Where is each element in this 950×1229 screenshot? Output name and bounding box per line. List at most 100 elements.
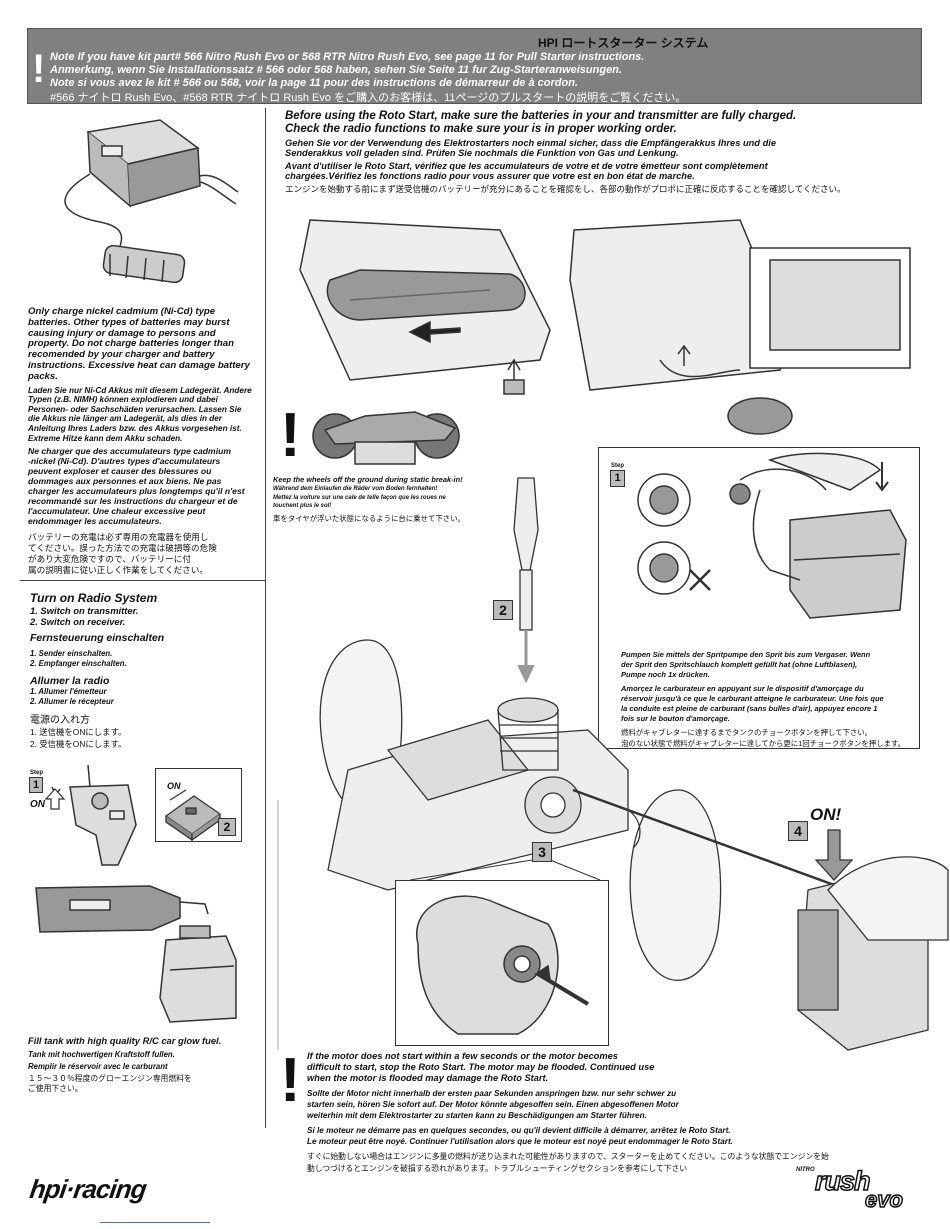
warning-icon: ! [32, 47, 46, 91]
radio-step-en-2: 2. Switch on receiver. [30, 616, 126, 627]
intro-text: Before using the Roto Start, make sure t… [285, 110, 925, 195]
radio-title-de: Fernsteuerung einschalten [30, 632, 165, 644]
radio-step-de-2: 2. Empfanger einschalten. [30, 659, 127, 668]
radio-step-fr-1: 1. Allumer l'émetteur [30, 687, 107, 696]
radio-step-fr-2: 2. Allumer le récepteur [30, 697, 114, 706]
step-4-badge: 4 [788, 821, 808, 841]
charge-fr-line: recommandé sur les instructions du charg… [28, 496, 238, 507]
receiver-box-illustration [569, 219, 911, 435]
prime-jp-2: 泡のない状態で燃料がキャブレターに達してから更に1回チョークボタンを押します。 [621, 739, 905, 748]
prime-de-1: Pumpen Sie mittels der Spritpumpe den Sp… [621, 650, 871, 659]
step-label: Step [30, 770, 44, 776]
intro-fr-2: chargées.Vérifiez les fonctions radio po… [285, 171, 695, 181]
charge-fr-line: Ne charger que des accumulateurs type ca… [28, 446, 231, 457]
charge-jp-line: てください。誤った方法での充電は破損等の危険 [28, 543, 217, 554]
radio-step-jp-1: 1. 送信機をONにします。 [30, 727, 127, 737]
callout-lines [409, 859, 601, 881]
radio-step-en-1: 1. Switch on transmitter. [30, 605, 139, 616]
evo-logo: evo [864, 1186, 903, 1213]
charge-en-line: packs. [28, 370, 58, 382]
fuel-jp-2: ご使用下さい。 [28, 1084, 83, 1093]
charge-jp-line: 属の説明書に従い正しく作業をしてください。 [28, 565, 208, 576]
charge-warning-jp: バッテリーの充電は必ず専用の充電器を使用し てください。誤った方法での充電は破損… [28, 532, 263, 576]
charge-de-line: die Akkus nie länger am Ladegerät, als d… [28, 414, 222, 424]
radio-title-jp: 電源の入れ方 [30, 715, 90, 726]
wheels-de: Während dem Einlaufen die Räder vom Bode… [273, 486, 438, 492]
header-banner: ! HPI ロートスターター システム Note If you have kit… [27, 28, 922, 104]
on-label-transmitter: ON [30, 799, 45, 810]
intro-en-1: Before using the Roto Start, make sure t… [285, 110, 797, 122]
wheels-text: Keep the wheels off the ground during st… [273, 475, 493, 524]
intro-en-2: Check the radio functions to make sure y… [285, 123, 677, 135]
charge-en-line: batteries. Other types of batteries may … [28, 316, 230, 328]
nitro-logo-label: NITRO [796, 1167, 815, 1173]
charge-de-line: Personen- oder Sachschäden verursachen. … [28, 404, 242, 414]
header-note-jp: #566 ナイトロ Rush Evo、#568 RTR ナイトロ Rush Ev… [50, 92, 687, 104]
charge-fr-line: -nickel (Ni-Cd). D'autres types d'accumu… [28, 456, 221, 467]
hpi-racing-logo: hpi·racing [27, 1174, 148, 1204]
transmitter-illustration [51, 764, 137, 866]
step-2-engine-badge: 2 [493, 600, 513, 620]
footer-link-line [100, 1222, 210, 1223]
backplate-detail-illustration [415, 895, 590, 1035]
motor-fr-2: Le moteur peut être noyé. Continuer l'ut… [307, 1137, 733, 1146]
column-divider [265, 108, 266, 1128]
fuel-pump-illustration [637, 452, 907, 619]
up-arrow-icon [44, 788, 66, 810]
fuel-illustration [35, 885, 237, 1023]
radio-title-fr: Allumer la radio [30, 675, 110, 687]
on-label-receiver: ON [167, 781, 181, 791]
intro-de-1: Gehen Sie vor der Verwendung des Elektro… [285, 138, 777, 148]
motor-de-1: Sollte der Motor nicht innerhalb der ers… [307, 1089, 677, 1098]
wheels-jp: 車をタイヤが浮いた状態になるように台に乗せて下さい。 [273, 514, 465, 523]
charge-en-line: instructions. Excessive heat can damage … [28, 359, 250, 371]
charge-de-line: Anleitung Ihres Laders bzw. des Akkus vo… [28, 423, 242, 433]
prime-step-label: Step [611, 463, 625, 469]
header-note-fr: Note si vous avez le kit # 566 ou 568, v… [50, 77, 578, 89]
section-divider [20, 580, 265, 581]
motor-en-1: If the motor does not start within a few… [307, 1051, 618, 1061]
radio-title-en: Turn on Radio System [30, 591, 158, 605]
receiver-illustration [164, 789, 222, 842]
charge-fr-line: l'accumulateur. Une chaleur excessive pe… [28, 506, 206, 517]
fuel-en: Fill tank with high quality R/C car glow… [28, 1035, 222, 1046]
step-3-badge: 3 [532, 842, 552, 862]
wheels-en: Keep the wheels off the ground during st… [273, 475, 463, 484]
charge-warning-fr: Ne charger que des accumulateurs type ca… [28, 446, 263, 526]
charge-warning-en: Only charge nickel cadmium (Ni-Cd) type … [28, 306, 263, 383]
charge-de-line: Laden Sie nur Ni-Cd Akkus mit diesem Lad… [28, 385, 252, 395]
motor-de-2: starten sein, hören Sie sofort auf. Der … [307, 1100, 679, 1109]
prime-fr-4: fois sur le bouton d'amorçage. [621, 714, 730, 723]
fuel-fr: Remplir le réservoir avec le carburant [28, 1062, 168, 1071]
intro-de-2: Senderakkus voll geladen sind. Prüfen Si… [285, 148, 679, 158]
charge-en-line: property. Do not charge batteries longer… [28, 338, 234, 350]
wheels-fr-1: Mettez la voiture sur une cale de telle … [273, 495, 446, 501]
charge-warning-de: Laden Sie nur Ni-Cd Akkus mit diesem Lad… [28, 386, 263, 444]
receiver-panel [155, 768, 242, 842]
prime-step-1-badge: 1 [610, 470, 625, 487]
intro-jp: エンジンを始動する前にまず送受信機のバッテリーが充分にあることを確認をし、各部の… [285, 184, 846, 194]
radio-step-jp-2: 2. 受信機をONにします。 [30, 739, 127, 749]
charge-de-line: Typen (z.B. NIMH) können explodieren und… [28, 395, 218, 405]
prime-de-2: der Sprit den Spritschlauch komplett gef… [621, 660, 858, 669]
charge-fr-line: endommager les accumulateurs. [28, 516, 162, 527]
motor-jp-1: すぐに始動しない場合はエンジンに多量の燃料が送り込まれた可能性がありますので、ス… [307, 1152, 829, 1161]
intro-fr-1: Avant d'utiliser le Roto Start, vérifiez… [285, 161, 768, 171]
motor-en-3: when the motor is flooded may damage the… [307, 1073, 549, 1083]
radio-section: Turn on Radio System 1. Switch on transm… [30, 591, 260, 750]
motor-fr-1: Si le moteur ne démarre pas en quelques … [307, 1126, 731, 1135]
charge-jp-line: バッテリーの充電は必ず専用の充電器を使用し [28, 532, 209, 543]
charge-jp-line: があり大変危険ですので、バッテリーに付 [28, 554, 191, 565]
header-note-de: Anmerkung, wenn Sie Installationssatz # … [50, 64, 622, 76]
fuel-text: Fill tank with high quality R/C car glow… [28, 1035, 263, 1094]
charge-en-line: causing injury or damage to persons and [28, 327, 216, 339]
charger-illustration [64, 119, 239, 284]
charge-en-line: recomended by your charger and battery [28, 349, 215, 361]
radio-step-de-1: 1. Sender einschalten. [30, 649, 113, 658]
prime-de-3: Pumpe noch 1x drücken. [621, 670, 710, 679]
charge-fr-line: dommages aux personnes et aux biens. Ne … [28, 476, 222, 487]
motor-jp-2: 動しつづけるとエンジンを破損する恐れがあります。トラブルシューティングセクション… [307, 1164, 688, 1173]
header-jp-title: HPI ロートスターター システム [538, 36, 709, 50]
fuel-jp-1: １５～３０％程度のグローエンジン専用燃料を [28, 1074, 192, 1083]
prime-fr-1: Amorçez le carburateur en appuyant sur l… [621, 684, 864, 693]
